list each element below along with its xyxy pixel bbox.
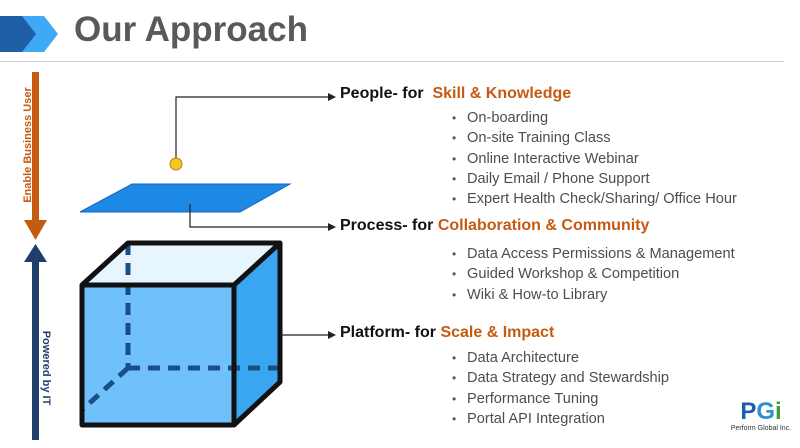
people-bullet: Daily Email / Phone Support bbox=[452, 169, 737, 190]
process-plane bbox=[79, 183, 292, 213]
process-bullet: Wiki & How-to Library bbox=[452, 285, 735, 306]
enable-arrow-shaft bbox=[32, 72, 39, 222]
platform-heading: Platform- for Scale & Impact bbox=[340, 324, 554, 342]
platform-bullet: Performance Tuning bbox=[452, 389, 669, 410]
people-bullet: Online Interactive Webinar bbox=[452, 149, 737, 170]
people-bullet: On-site Training Class bbox=[452, 128, 737, 149]
logo-letter-i: i bbox=[775, 398, 782, 425]
process-bullet-list: Data Access Permissions & Management Gui… bbox=[452, 244, 735, 305]
platform-bullet: Data Strategy and Stewardship bbox=[452, 368, 669, 389]
it-arrow-shaft bbox=[32, 260, 39, 440]
platform-lead: Platform- for bbox=[340, 324, 436, 341]
enable-business-user-label: Enable Business User bbox=[22, 87, 34, 203]
logo-mark: PGi bbox=[728, 400, 794, 424]
people-lead: People- for bbox=[340, 85, 424, 102]
platform-bullet-list: Data Architecture Data Strategy and Stew… bbox=[452, 348, 669, 429]
platform-connector-arrow bbox=[328, 331, 336, 339]
platform-bullet: Portal API Integration bbox=[452, 409, 669, 430]
logo-letter-g: G bbox=[756, 398, 775, 425]
it-arrow-head bbox=[24, 244, 47, 262]
people-marker-dot bbox=[169, 157, 183, 171]
process-bullet: Data Access Permissions & Management bbox=[452, 244, 735, 265]
people-highlight: Skill & Knowledge bbox=[432, 85, 572, 102]
header-chevron-light bbox=[22, 16, 58, 52]
platform-cube bbox=[79, 240, 283, 428]
page-title: Our Approach bbox=[74, 10, 308, 49]
people-bullet: Expert Health Check/Sharing/ Office Hour bbox=[452, 189, 737, 210]
title-divider bbox=[0, 61, 784, 62]
process-connector-arrow bbox=[328, 223, 336, 231]
process-highlight: Collaboration & Community bbox=[437, 217, 650, 234]
process-heading: Process- for Collaboration & Community bbox=[340, 217, 649, 235]
company-logo: PGi Perform Global Inc. bbox=[728, 400, 794, 433]
people-connector-arrow bbox=[328, 93, 336, 101]
enable-arrow-head bbox=[24, 220, 47, 240]
logo-tagline: Perform Global Inc. bbox=[730, 425, 792, 432]
process-bullet: Guided Workshop & Competition bbox=[452, 264, 735, 285]
powered-by-it-label: Powered by IT bbox=[40, 330, 52, 406]
people-connector bbox=[175, 96, 330, 160]
process-lead: Process- for bbox=[340, 217, 434, 234]
process-connector bbox=[189, 204, 330, 228]
people-bullet: On-boarding bbox=[452, 108, 737, 129]
platform-bullet: Data Architecture bbox=[452, 348, 669, 369]
logo-letter-p: P bbox=[740, 398, 757, 425]
people-heading: People- for Skill & Knowledge bbox=[340, 85, 571, 103]
people-bullet-list: On-boarding On-site Training Class Onlin… bbox=[452, 108, 737, 210]
platform-highlight: Scale & Impact bbox=[440, 324, 555, 341]
